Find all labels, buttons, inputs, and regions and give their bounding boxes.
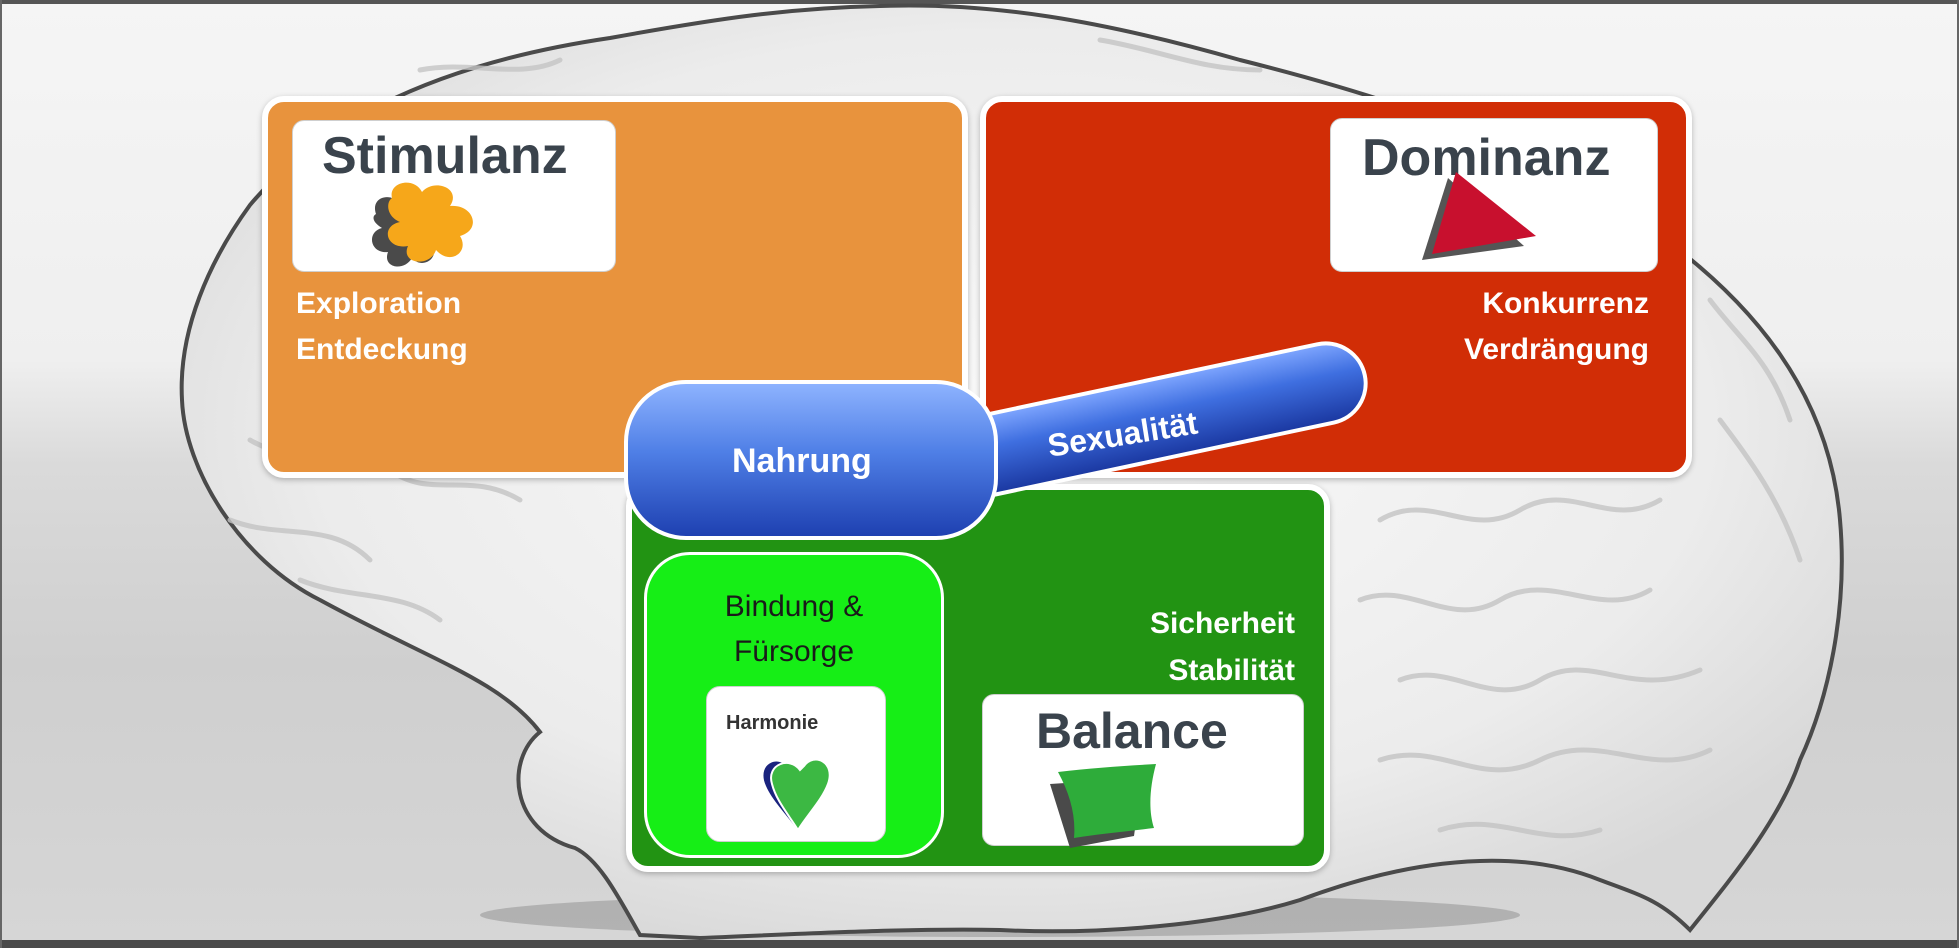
harmonie-title: Harmonie	[726, 712, 819, 734]
left-border	[0, 0, 2, 948]
stimulanz-title: Stimulanz	[322, 127, 568, 185]
stimulanz-line-1: Exploration	[296, 287, 462, 320]
sicherheit-line-1: Sicherheit	[1149, 607, 1295, 640]
sicherheit-line-2: Stabilität	[1168, 654, 1295, 687]
bindung-line-2: Fürsorge	[733, 635, 855, 668]
dominanz-line-2: Verdrängung	[1463, 333, 1649, 366]
bindung-line-1: Bindung &	[724, 590, 864, 623]
nahrung-label: Nahrung	[732, 442, 872, 480]
stimulanz-line-2: Entdeckung	[296, 333, 468, 366]
harmonie-card	[706, 686, 886, 842]
bindung-label: Bindung & Fürsorge	[644, 584, 944, 674]
bottom-border	[0, 940, 1959, 948]
dominanz-line-1: Konkurrenz	[1482, 287, 1649, 320]
right-border	[1957, 0, 1959, 948]
top-border	[0, 0, 1959, 4]
balance-title: Balance	[1036, 703, 1228, 759]
dominanz-title: Dominanz	[1362, 129, 1611, 187]
